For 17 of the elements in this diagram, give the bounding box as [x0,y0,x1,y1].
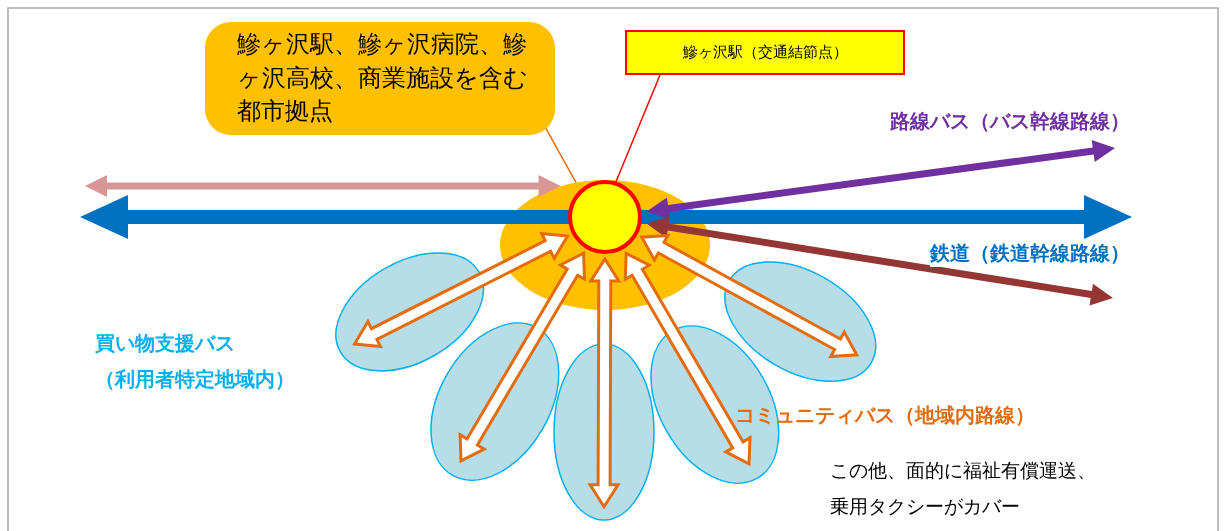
note-text: この他、面的に福祉有償運送、乗用タクシーがカバー [830,458,1097,519]
double-arrow [85,175,561,198]
hollow-double-arrow [458,250,587,464]
station-circle [567,179,643,255]
hollow-double-arrow [352,231,570,349]
double-arrow [646,140,1115,220]
area-label: 買い物支援バス（利用者特定地域内） [95,330,296,393]
hollow-double-arrow [623,250,752,467]
station-label-box: 鰺ヶ沢駅（交通結節点） [625,30,905,75]
leader-line [614,74,661,185]
double-arrow [80,195,570,239]
route-label: コミュニティバス（地域内路線） [735,402,1036,429]
callout-box: 鰺ヶ沢駅、鰺ヶ沢病院、鰺ヶ沢高校、商業施設を含む都市拠点 [205,22,555,135]
hollow-double-arrow [587,256,622,510]
double-arrow [646,216,1113,306]
hollow-double-arrow [639,233,860,359]
double-arrow [640,195,1132,239]
